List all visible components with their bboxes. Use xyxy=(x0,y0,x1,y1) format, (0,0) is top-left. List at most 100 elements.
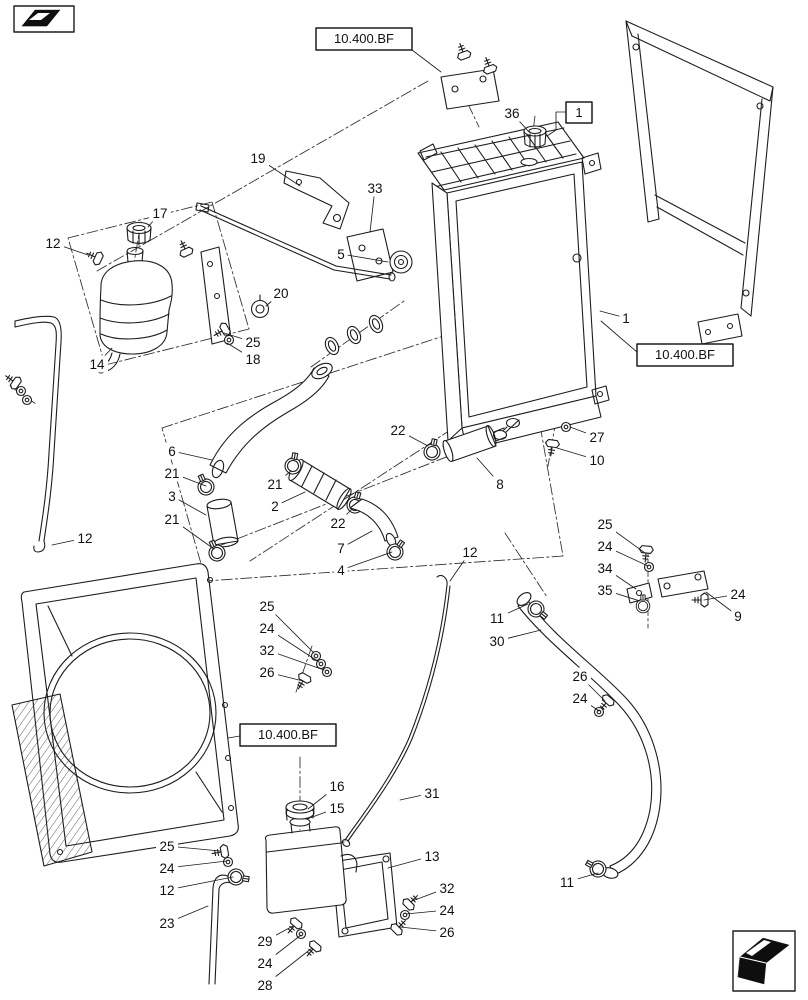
callout-3[interactable]: 3 xyxy=(165,487,207,516)
callout-bg xyxy=(421,784,443,802)
callout-24[interactable]: 24 xyxy=(405,901,458,919)
callout-35[interactable]: 35 xyxy=(594,581,641,602)
callout-24[interactable]: 24 xyxy=(703,585,749,603)
callout-32[interactable]: 32 xyxy=(256,641,325,671)
callout-24[interactable]: 24 xyxy=(254,934,302,972)
callout-bg xyxy=(486,609,508,627)
callout-24[interactable]: 24 xyxy=(256,619,320,663)
callout-10[interactable]: 10 xyxy=(556,447,608,469)
callout-number: 4 xyxy=(337,563,345,578)
callout-14[interactable]: 14 xyxy=(86,347,113,373)
washer xyxy=(223,334,235,346)
callout-8[interactable]: 8 xyxy=(476,457,507,493)
callout-32[interactable]: 32 xyxy=(411,879,458,902)
callout-33[interactable]: 33 xyxy=(364,179,386,233)
callout-16[interactable]: 16 xyxy=(307,777,348,810)
callout-18[interactable]: 18 xyxy=(226,342,264,368)
callout-13[interactable]: 13 xyxy=(387,847,443,869)
bracket-33 xyxy=(346,228,394,282)
reservoir-assembly xyxy=(208,800,423,985)
callout-2[interactable]: 2 xyxy=(268,491,306,515)
top-bracket xyxy=(440,68,500,110)
callout-15[interactable]: 15 xyxy=(306,799,348,820)
callout-7[interactable]: 7 xyxy=(334,530,373,557)
bracket-34 xyxy=(626,582,653,604)
expansion-tank xyxy=(83,221,173,374)
callout-number: 16 xyxy=(329,779,344,794)
callout-34[interactable]: 34 xyxy=(594,559,637,590)
callout-number: 30 xyxy=(489,634,504,649)
callout-number: 32 xyxy=(439,881,454,896)
callout-number: 21 xyxy=(164,466,179,481)
callout-17[interactable]: 17 xyxy=(147,204,171,228)
boxed-callout-label: 1 xyxy=(575,105,582,120)
callout-21[interactable]: 21 xyxy=(264,470,292,493)
callout-number: 12 xyxy=(45,236,60,251)
reference-box-right[interactable]: 10.400.BF xyxy=(600,320,734,367)
callout-4[interactable]: 4 xyxy=(334,551,393,579)
callout-number: 17 xyxy=(152,206,167,221)
callout-bg xyxy=(256,641,278,659)
callout-6[interactable]: 6 xyxy=(165,442,213,461)
callout-20[interactable]: 20 xyxy=(265,284,292,307)
callout-21[interactable]: 21 xyxy=(161,510,215,550)
reference-label: 10.400.BF xyxy=(334,31,394,46)
callout-25[interactable]: 25 xyxy=(594,515,646,554)
callout-9[interactable]: 9 xyxy=(705,591,745,625)
callout-12[interactable]: 12 xyxy=(449,543,481,582)
callout-number: 6 xyxy=(168,444,176,459)
callout-24[interactable]: 24 xyxy=(569,689,600,712)
callout-number: 7 xyxy=(337,541,345,556)
callout-12[interactable]: 12 xyxy=(42,234,89,256)
callout-12[interactable]: 12 xyxy=(51,529,96,547)
callout-number: 19 xyxy=(250,151,265,166)
callout-bg xyxy=(594,581,616,599)
callout-19[interactable]: 19 xyxy=(247,149,301,187)
callout-number: 34 xyxy=(597,561,613,576)
reference-leader xyxy=(600,320,638,353)
boxed-callout-1[interactable]: 1 xyxy=(546,101,593,137)
callout-25[interactable]: 25 xyxy=(156,837,221,855)
mount-disc-5 xyxy=(389,250,413,274)
callout-number: 24 xyxy=(597,539,613,554)
reference-box-bottom[interactable]: 10.400.BF xyxy=(227,723,337,747)
callout-number: 26 xyxy=(259,665,274,680)
callout-24[interactable]: 24 xyxy=(594,537,649,567)
hose-6 xyxy=(209,367,330,474)
callout-36[interactable]: 36 xyxy=(501,104,530,133)
callout-5[interactable]: 5 xyxy=(334,245,389,263)
reference-leader xyxy=(411,49,442,73)
callout-21[interactable]: 21 xyxy=(161,464,207,487)
callout-1[interactable]: 1 xyxy=(599,309,633,327)
callout-number: 15 xyxy=(329,801,344,816)
callout-30[interactable]: 30 xyxy=(486,629,542,650)
callout-28[interactable]: 28 xyxy=(254,947,313,994)
callout-24[interactable]: 24 xyxy=(156,859,228,877)
callout-25[interactable]: 25 xyxy=(256,597,315,654)
callout-bg xyxy=(486,632,508,650)
callout-26[interactable]: 26 xyxy=(256,663,304,682)
callout-27[interactable]: 27 xyxy=(569,426,608,446)
callout-bg xyxy=(256,663,278,681)
callout-12[interactable]: 12 xyxy=(156,876,234,899)
washer-24 xyxy=(643,561,655,573)
callout-23[interactable]: 23 xyxy=(156,905,209,932)
reference-box-top[interactable]: 10.400.BF xyxy=(315,27,442,73)
callout-bg xyxy=(619,309,633,327)
callout-bg xyxy=(421,847,443,865)
callout-11[interactable]: 11 xyxy=(556,872,599,891)
callout-25[interactable]: 25 xyxy=(223,332,264,351)
grommet-20 xyxy=(250,299,270,319)
callout-26[interactable]: 26 xyxy=(399,923,458,941)
bolt-28 xyxy=(301,938,324,961)
callout-bg xyxy=(436,879,458,897)
callout-22[interactable]: 22 xyxy=(387,421,429,447)
callout-29[interactable]: 29 xyxy=(254,925,294,950)
callout-11[interactable]: 11 xyxy=(486,603,529,627)
callout-22[interactable]: 22 xyxy=(327,508,353,532)
boxed-callout-frame xyxy=(565,101,593,124)
callout-26[interactable]: 26 xyxy=(569,667,606,702)
callout-number: 31 xyxy=(424,786,439,801)
callout-number: 20 xyxy=(273,286,288,301)
callout-31[interactable]: 31 xyxy=(399,784,443,802)
